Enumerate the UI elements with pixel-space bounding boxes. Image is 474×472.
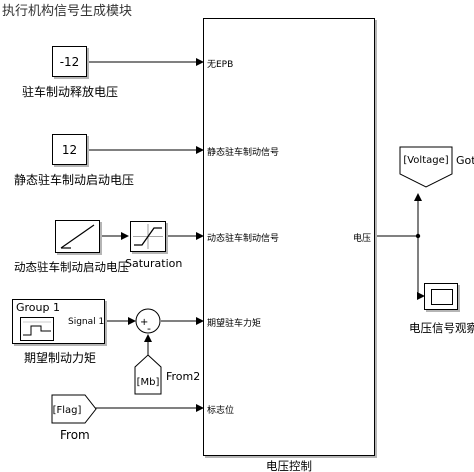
signal-builder-port: Signal 1 [68,317,105,327]
sum-block[interactable]: + - [133,306,163,336]
constant-static-value: 12 [61,142,78,157]
constant-release-value: -12 [59,54,80,69]
goto-voltage-label: Got [456,154,474,167]
inport-static-signal: 静态驻车制动信号 [207,148,280,158]
from-mb-block[interactable]: [Mb] [133,354,163,396]
sum-plus-sign: + [140,317,148,328]
wire-voltage-out-scope[interactable] [417,236,425,300]
saturation-label: Saturation [125,257,183,270]
scope-screen-icon [431,289,453,305]
scope-label: 电压信号观察 [409,321,474,335]
from-flag-block[interactable]: [Flag] [51,394,97,424]
goto-voltage-tag: [Voltage] [403,155,448,166]
inport-desired-force: 期望驻车力矩 [207,319,262,329]
constant-release-block[interactable]: -12 [52,46,87,77]
system-title: 执行机构信号生成模块 [2,4,133,19]
ramp-label: 动态驻车制动启动电压 [14,260,129,274]
signal-builder-group: Group 1 [16,301,60,314]
inport-dynamic-signal: 动态驻车制动信号 [207,234,280,244]
from-flag-tag: [Flag] [53,405,82,416]
from-mb-label: From2 [166,370,201,383]
signal-builder-icon [20,317,54,341]
from-flag-label: From [60,428,90,442]
saturation-block[interactable] [130,221,166,252]
signal-builder-label: 期望制动力矩 [24,351,97,365]
inport-status-flag: 标志位 [207,406,235,416]
wire-voltage-out-goto[interactable] [375,193,422,237]
branch-point [415,233,421,239]
goto-voltage-block[interactable]: [Voltage] [399,146,453,188]
from-mb-tag: [Mb] [137,377,160,388]
voltage-control-subsystem[interactable]: 无EPB 静态驻车制动信号 动态驻车制动信号 期望驻车力矩 标志位 电压 [203,18,375,456]
outport-voltage: 电压 [352,234,371,244]
subsystem-label: 电压控制 [266,459,312,472]
scope-block[interactable] [424,283,458,310]
constant-release-label: 驻车制动释放电压 [22,85,119,99]
ramp-icon [60,224,95,249]
sum-minus-sign: - [147,322,151,335]
ramp-block[interactable] [55,220,100,253]
saturation-icon [133,224,163,249]
signal-builder-block[interactable]: Group 1 Signal 1 [12,299,105,344]
constant-static-label: 静态驻车制动启动电压 [14,173,135,187]
constant-static-block[interactable]: 12 [52,134,87,165]
inport-no-epb: 无EPB [207,60,234,70]
